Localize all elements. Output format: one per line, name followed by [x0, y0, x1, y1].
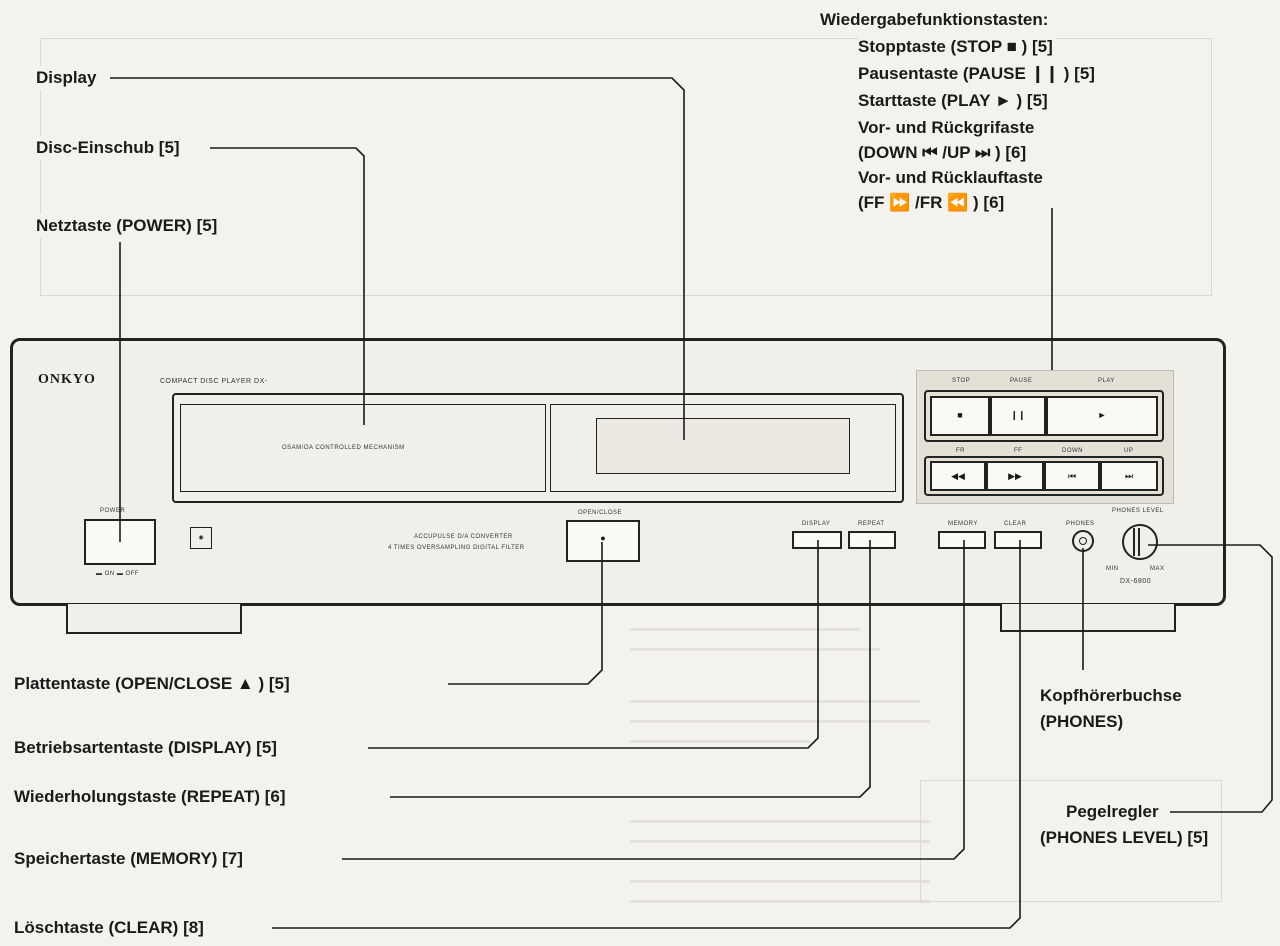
phones-jack-callout-2: (PHONES) — [1040, 710, 1127, 734]
phones-jack-callout-1: Kopfhörerbuchse — [1040, 684, 1185, 708]
model-number: DX-6800 — [1120, 578, 1152, 585]
phones-level-knob[interactable] — [1122, 524, 1158, 560]
background-text-line — [630, 740, 810, 743]
leader-display — [110, 77, 685, 440]
background-text-line — [630, 648, 880, 651]
pause-label: PAUSE — [1010, 378, 1033, 384]
skip-callout-title: Vor- und Rückgrifaste — [858, 116, 1038, 140]
phones-jack-label: PHONES — [1066, 521, 1095, 527]
stop-button[interactable]: ■ — [930, 396, 990, 436]
up-button[interactable]: ⏭ — [1100, 461, 1158, 491]
playback-heading: Wiedergabefunktionstasten: — [820, 8, 1052, 32]
play-callout: Starttaste (PLAY ► ) [5] — [858, 89, 1051, 113]
leader-display-button — [368, 540, 819, 749]
stop-label: STOP — [952, 378, 971, 384]
converter-label: ACCUPULSE D/A CONVERTER — [414, 534, 513, 540]
right-foot — [1000, 604, 1176, 632]
leader-disc-slot — [210, 147, 365, 425]
ff-label: FF — [1014, 448, 1023, 454]
phones-level-callout-2: (PHONES LEVEL) [5] — [1040, 826, 1212, 850]
clear-callout: Löschtaste (CLEAR) [8] — [14, 916, 207, 940]
play-label: PLAY — [1098, 378, 1115, 384]
clear-button-label: CLEAR — [1004, 521, 1027, 527]
play-button[interactable]: ► — [1046, 396, 1158, 436]
ff-button[interactable]: ▶▶ — [986, 461, 1044, 491]
stop-callout: Stopptaste (STOP ■ ) [5] — [858, 35, 1056, 59]
leader-memory — [342, 540, 965, 860]
level-min-label: MIN — [1106, 566, 1119, 572]
fr-button[interactable]: ◀◀ — [930, 461, 986, 491]
up-label: UP — [1124, 448, 1134, 454]
filter-label: 4 TIMES OVERSAMPLING DIGITAL FILTER — [388, 545, 525, 551]
brand-logo: ONKYO — [38, 372, 96, 387]
leader-phones-level — [1148, 544, 1273, 813]
display-window-frame — [550, 404, 896, 492]
background-text-line — [630, 900, 930, 903]
open-close-button[interactable]: ● — [566, 520, 640, 562]
power-label: POWER — [100, 508, 126, 514]
pause-callout: Pausentaste (PAUSE ❙❙ ) [5] — [858, 62, 1098, 86]
down-button[interactable]: ⏮ — [1044, 461, 1100, 491]
background-sheet-outline — [40, 38, 1212, 296]
search-callout-title: Vor- und Rücklauftaste — [858, 166, 1046, 190]
left-foot — [66, 604, 242, 634]
phones-level-callout-1: Pegelregler — [1066, 800, 1162, 824]
skip-callout-keys: (DOWN ⏮ /UP ⏭ ) [6] — [858, 141, 1030, 165]
memory-callout: Speichertaste (MEMORY) [7] — [14, 847, 246, 871]
search-callout-keys: (FF ⏩ /FR ⏪ ) [6] — [858, 191, 1008, 215]
leader-clear — [272, 540, 1021, 929]
background-text-line — [630, 840, 930, 843]
display-button-label: DISPLAY — [802, 521, 831, 527]
memory-button-label: MEMORY — [948, 521, 978, 527]
open-close-label: OPEN/CLOSE — [578, 510, 623, 516]
open-close-callout: Plattentaste (OPEN/CLOSE ▲ ) [5] — [14, 672, 293, 696]
display-window — [596, 418, 850, 474]
pause-button[interactable]: ❙❙ — [990, 396, 1046, 436]
background-text-line — [630, 820, 930, 823]
leader-open-close — [448, 542, 603, 685]
background-text-line — [630, 880, 930, 883]
disc-slot — [180, 404, 546, 492]
background-box — [920, 780, 1222, 902]
display-button[interactable] — [792, 531, 842, 549]
down-label: DOWN — [1062, 448, 1083, 454]
repeat-callout: Wiederholungstaste (REPEAT) [6] — [14, 785, 289, 809]
transport-row-top — [924, 390, 1164, 442]
power-sub-label: ▬ ON ▬ OFF — [96, 571, 139, 577]
clear-button[interactable] — [994, 531, 1042, 549]
disc-tray[interactable] — [172, 393, 904, 503]
repeat-button-label: REPEAT — [858, 521, 885, 527]
background-text-line — [630, 628, 860, 631]
power-callout: Netztaste (POWER) [5] — [36, 214, 221, 238]
display-callout: Display — [36, 66, 100, 90]
model-name: COMPACT DISC PLAYER DX- — [160, 378, 268, 385]
display-button-callout: Betriebsartentaste (DISPLAY) [5] — [14, 736, 280, 760]
background-text-line — [630, 700, 920, 703]
transport-row-bottom — [924, 456, 1164, 496]
memory-button[interactable] — [938, 531, 986, 549]
level-max-label: MAX — [1150, 566, 1165, 572]
repeat-button[interactable] — [848, 531, 896, 549]
fr-label: FR — [956, 448, 965, 454]
leader-repeat — [390, 540, 871, 798]
tray-text: OSAM/OA CONTROLLED MECHANISM — [282, 445, 405, 451]
background-text-line — [630, 720, 930, 723]
disc-slot-callout: Disc-Einschub [5] — [36, 136, 183, 160]
phones-level-label: PHONES LEVEL — [1112, 508, 1164, 514]
compact-disc-logo-icon: ◉ — [190, 527, 212, 549]
